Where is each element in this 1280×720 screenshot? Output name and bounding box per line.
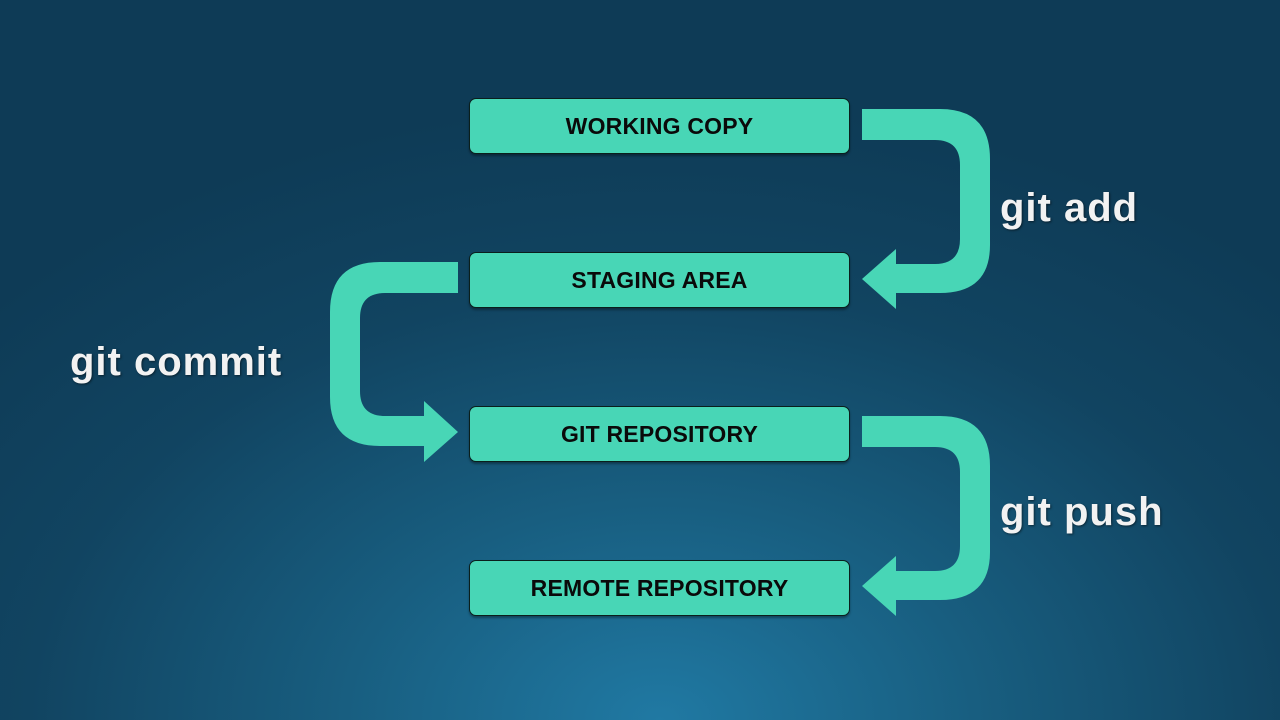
stage-label: WORKING COPY bbox=[565, 112, 754, 139]
git-commit-arrow bbox=[330, 262, 458, 462]
git-add-arrow bbox=[862, 109, 990, 309]
stage-label: GIT REPOSITORY bbox=[560, 420, 759, 447]
stage-label: STAGING AREA bbox=[571, 266, 748, 293]
stage-remote-repository: REMOTE REPOSITORY bbox=[469, 560, 850, 616]
stage-working-copy: WORKING COPY bbox=[469, 98, 850, 154]
stage-git-repository: GIT REPOSITORY bbox=[469, 406, 850, 462]
stage-staging-area: STAGING AREA bbox=[469, 252, 850, 308]
git-add-label: git add bbox=[1000, 186, 1139, 230]
stage-label: REMOTE REPOSITORY bbox=[530, 574, 789, 601]
git-push-label: git push bbox=[1000, 490, 1164, 534]
git-push-arrow bbox=[862, 416, 990, 616]
git-commit-label: git commit bbox=[70, 340, 283, 384]
